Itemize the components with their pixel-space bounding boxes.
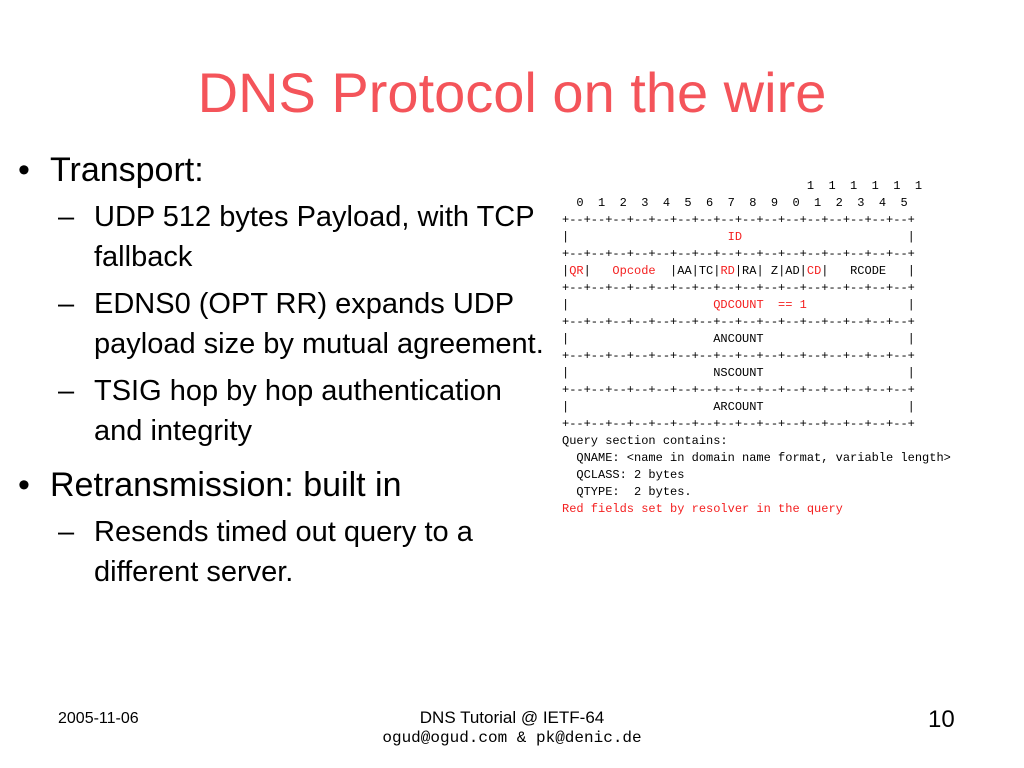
bullet-list: • Transport: – UDP 512 bytes Payload, wi… xyxy=(18,144,558,592)
flags-row: |QR| Opcode |AA|TC|RD|RA| Z|AD|CD| RCODE… xyxy=(562,264,915,278)
separator-line: +--+--+--+--+--+--+--+--+--+--+--+--+--+… xyxy=(562,247,915,261)
sub-bullet-text: EDNS0 (OPT RR) expands UDP payload size … xyxy=(94,288,544,360)
bullet-text: Retransmission: built in xyxy=(50,466,402,504)
dash-icon: – xyxy=(58,288,75,320)
qdcount-field: QDCOUNT == 1 xyxy=(713,298,807,312)
dash-icon: – xyxy=(58,516,75,548)
arcount-row: | ARCOUNT | xyxy=(562,400,915,414)
footer-title: DNS Tutorial @ IETF-64 xyxy=(419,708,605,727)
qclass-line: QCLASS: 2 bytes xyxy=(562,468,685,482)
qr-field: QR xyxy=(569,264,584,278)
query-heading: Query section contains: xyxy=(562,434,728,448)
nscount-row: | NSCOUNT | xyxy=(562,366,915,380)
red-fields-note: Red fields set by resolver in the query xyxy=(562,502,843,516)
sub-bullet-text: TSIG hop by hop authentication and integ… xyxy=(94,375,502,447)
sub-bullet-text: Resends timed out query to a different s… xyxy=(94,516,473,588)
qtype-line: QTYPE: 2 bytes. xyxy=(562,485,692,499)
id-field: ID xyxy=(727,230,743,244)
bullet-transport: • Transport: xyxy=(18,150,558,190)
sub-bullet: – TSIG hop by hop authentication and int… xyxy=(18,371,558,451)
footer-center: DNS Tutorial @ IETF-64 ogud@ogud.com & p… xyxy=(0,708,1024,748)
footer-authors: ogud@ogud.com & pk@denic.de xyxy=(382,729,642,747)
separator-line: +--+--+--+--+--+--+--+--+--+--+--+--+--+… xyxy=(562,213,915,227)
sub-bullet-text: UDP 512 bytes Payload, with TCP fallback xyxy=(94,201,535,273)
sub-bullet: – Resends timed out query to a different… xyxy=(18,512,558,592)
separator-line: +--+--+--+--+--+--+--+--+--+--+--+--+--+… xyxy=(562,349,915,363)
bit-index-row: 0 1 2 3 4 5 6 7 8 9 0 1 2 3 4 5 xyxy=(562,196,908,210)
footer-date: 2005-11-06 xyxy=(58,710,139,727)
dash-icon: – xyxy=(58,201,75,233)
bullet-retransmission: • Retransmission: built in xyxy=(18,465,558,505)
separator-line: +--+--+--+--+--+--+--+--+--+--+--+--+--+… xyxy=(562,281,915,295)
dns-header-diagram: 1 1 1 1 1 1 0 1 2 3 4 5 6 7 8 9 0 1 2 3 … xyxy=(562,178,951,518)
rd-field: RD xyxy=(720,264,735,278)
separator-line: +--+--+--+--+--+--+--+--+--+--+--+--+--+… xyxy=(562,417,915,431)
separator-line: +--+--+--+--+--+--+--+--+--+--+--+--+--+… xyxy=(562,383,915,397)
page-number: 10 xyxy=(928,706,955,733)
sub-bullet: – EDNS0 (OPT RR) expands UDP payload siz… xyxy=(18,284,558,364)
bit-index-row: 1 1 1 1 1 1 xyxy=(562,179,923,193)
bullet-dot-icon: • xyxy=(18,466,30,504)
opcode-field: Opcode xyxy=(612,264,656,278)
bullet-text: Transport: xyxy=(50,151,204,189)
id-row: | ID | xyxy=(562,230,915,244)
sub-bullet: – UDP 512 bytes Payload, with TCP fallba… xyxy=(18,197,558,277)
slide-title: DNS Protocol on the wire xyxy=(197,61,827,124)
qdcount-row: | QDCOUNT == 1 | xyxy=(562,298,915,312)
dash-icon: – xyxy=(58,375,75,407)
cd-field: CD xyxy=(806,264,822,278)
bullet-dot-icon: • xyxy=(18,151,30,189)
separator-line: +--+--+--+--+--+--+--+--+--+--+--+--+--+… xyxy=(562,315,915,329)
qname-line: QNAME: <name in domain name format, vari… xyxy=(562,451,951,465)
ancount-row: | ANCOUNT | xyxy=(562,332,915,346)
